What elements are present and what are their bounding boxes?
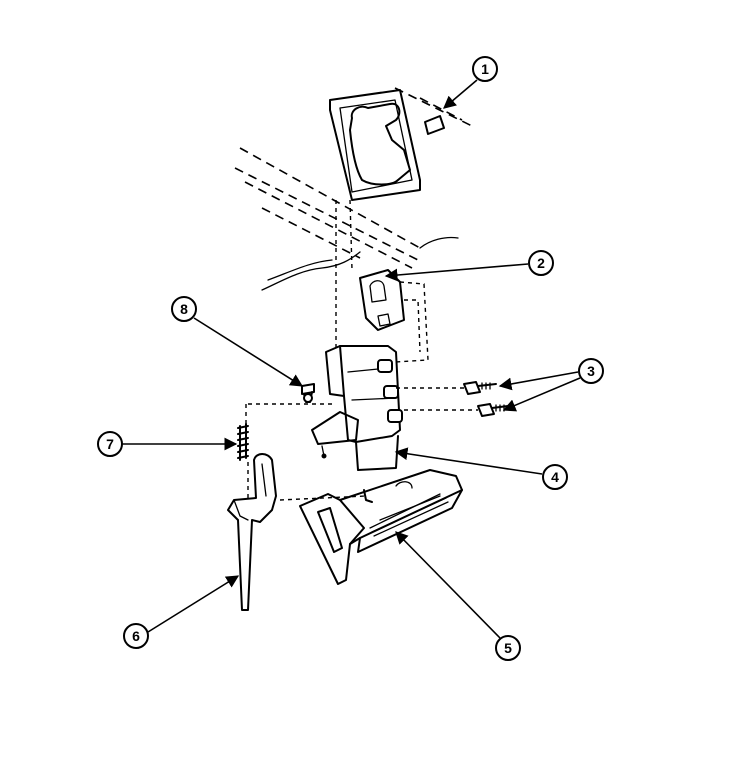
callout-2-label: 2 — [537, 255, 545, 271]
part-6-actuator-lever — [227, 453, 277, 611]
callout-7: 7 — [97, 431, 123, 457]
callout-6-label: 6 — [132, 628, 140, 644]
callout-5-label: 5 — [504, 640, 512, 656]
leader-lines — [122, 79, 581, 639]
callout-1-label: 1 — [481, 61, 489, 77]
part-2-switch-bracket — [359, 269, 429, 363]
callout-6: 6 — [123, 623, 149, 649]
part-1-panel-gasket — [329, 89, 445, 201]
callout-2: 2 — [528, 250, 554, 276]
callout-3-label: 3 — [587, 363, 595, 379]
cabinet-panel-outline — [234, 87, 473, 291]
callout-7-label: 7 — [106, 436, 114, 452]
callout-4-label: 4 — [551, 469, 559, 485]
callout-8: 8 — [171, 296, 197, 322]
callout-8-label: 8 — [180, 301, 188, 317]
part-4-lid-switch-housing — [311, 345, 403, 471]
callout-5: 5 — [495, 635, 521, 661]
callout-4: 4 — [542, 464, 568, 490]
part-7-spring — [237, 423, 249, 461]
part-5-cam-bracket — [299, 469, 463, 585]
callout-3: 3 — [578, 358, 604, 384]
alignment-lines — [245, 199, 478, 501]
callout-1: 1 — [472, 56, 498, 82]
part-8-screw — [301, 383, 315, 403]
part-3-screws — [463, 381, 509, 417]
